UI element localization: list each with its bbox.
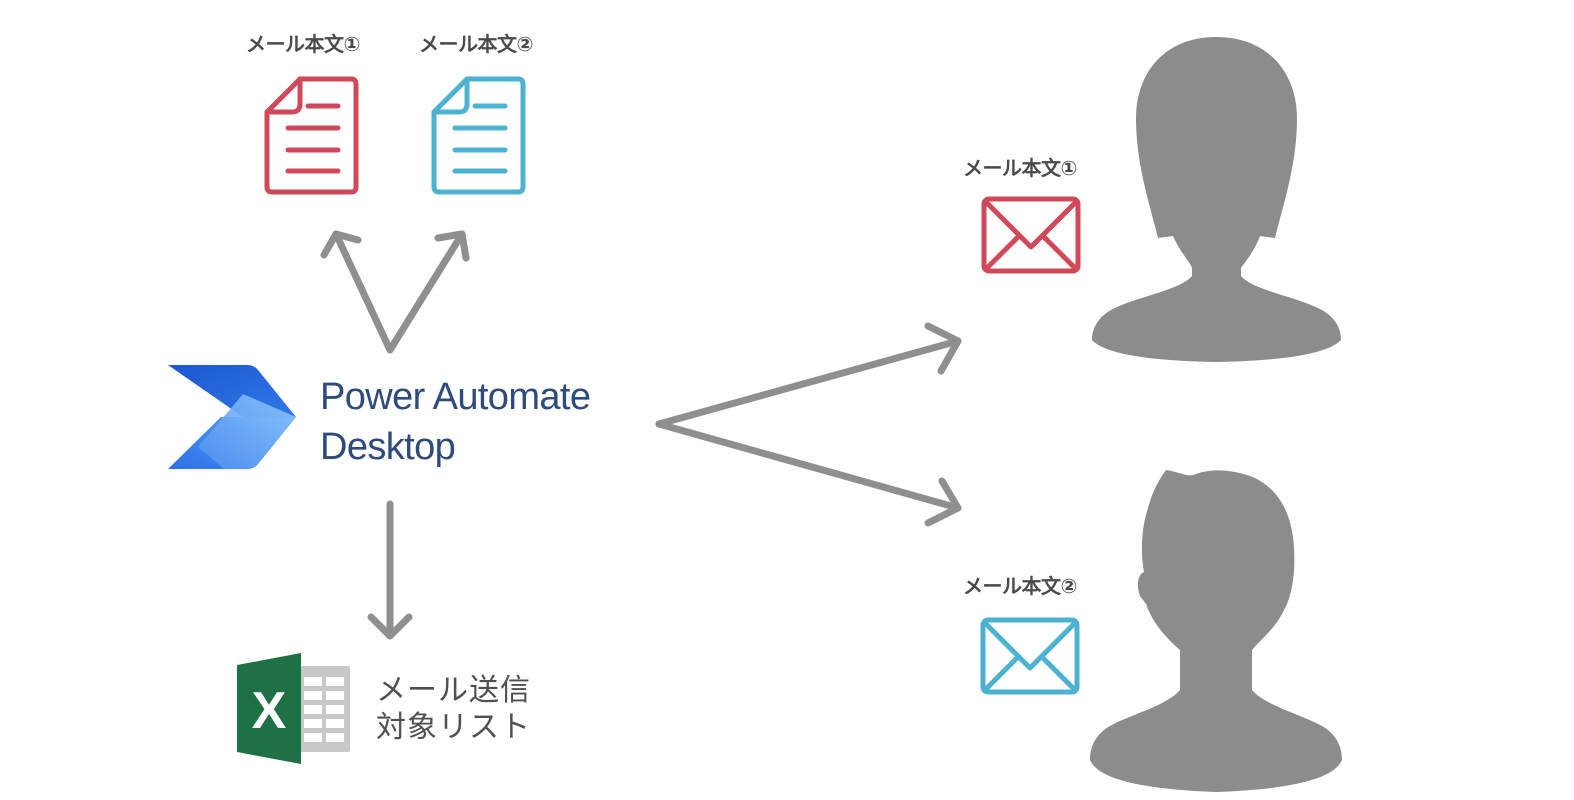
power-automate-logo bbox=[168, 365, 296, 469]
person-silhouette-icon bbox=[1092, 37, 1341, 362]
document-1-label: メール本文① bbox=[246, 32, 360, 56]
excel-label-line1: メール送信 bbox=[376, 673, 531, 708]
app-title-line2: Desktop bbox=[320, 426, 456, 468]
arrowhead-document-2 bbox=[434, 230, 470, 262]
arrow-to-recipient-1 bbox=[655, 337, 962, 428]
arrow-to-document-2 bbox=[386, 230, 466, 354]
excel-label: メール送信 対象リスト bbox=[376, 672, 531, 746]
arrowhead-recipient-2 bbox=[924, 477, 962, 527]
excel-letter: X bbox=[252, 682, 287, 740]
person-silhouette-icon bbox=[1090, 470, 1342, 792]
document-icon bbox=[431, 76, 526, 195]
document-icon bbox=[264, 76, 359, 195]
excel-icon: X bbox=[237, 653, 350, 764]
arrowhead-document-1 bbox=[320, 230, 362, 259]
arrow-to-document-1 bbox=[332, 230, 394, 354]
mail-icon bbox=[981, 196, 1081, 274]
recipient-2-mail-label: メール本文② bbox=[963, 574, 1077, 598]
arrows bbox=[320, 230, 962, 640]
app-title-line1: Power Automate bbox=[320, 376, 591, 418]
arrowhead-excel bbox=[367, 613, 413, 640]
app-title: Power Automate Desktop bbox=[320, 372, 591, 472]
document-2-label: メール本文② bbox=[419, 32, 533, 56]
excel-label-line2: 対象リスト bbox=[376, 710, 531, 745]
arrowhead-recipient-1 bbox=[924, 322, 962, 375]
mail-icon bbox=[980, 617, 1080, 695]
recipient-1-mail-label: メール本文① bbox=[963, 156, 1077, 180]
arrow-to-recipient-2 bbox=[655, 420, 962, 512]
